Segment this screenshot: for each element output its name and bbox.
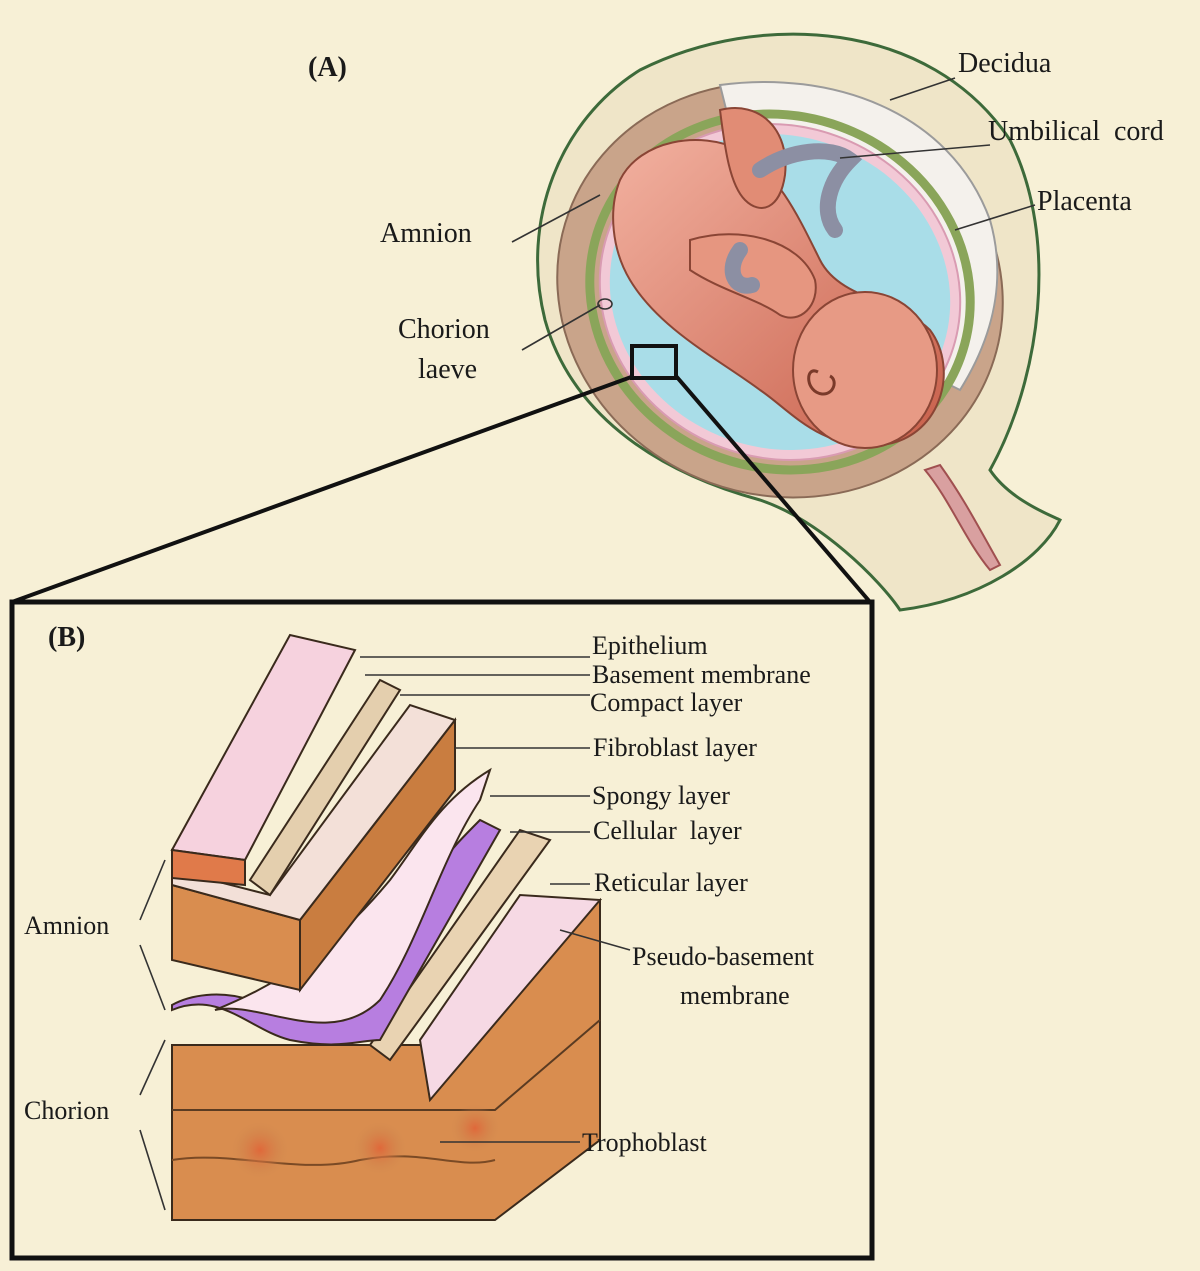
chorion-laeve-membrane: [585, 109, 975, 475]
label-chorion-laeve-line1: Chorion: [398, 314, 490, 345]
label-placenta: Placenta: [1037, 186, 1132, 217]
label-decidua: Decidua: [958, 48, 1052, 79]
panel-b-tag: (B): [48, 622, 86, 653]
label-umbilical-cord: Umbilical cord: [988, 116, 1164, 147]
label-compact-layer: Compact layer: [590, 688, 743, 717]
label-chorion-laeve-line2: laeve: [418, 354, 478, 385]
uterus-illustration: [11, 32, 1063, 612]
fetus: [612, 107, 945, 449]
trophoblast-cell: [354, 1122, 406, 1174]
label-spongy-layer: Spongy layer: [592, 781, 730, 810]
label-amnion-a: Amnion: [380, 218, 472, 249]
label-chorion-group: Chorion: [24, 1096, 110, 1125]
zoom-line-left: [11, 374, 635, 604]
label-reticular-layer: Reticular layer: [594, 868, 748, 897]
trophoblast-cell: [232, 1122, 288, 1178]
membrane-layers-illustration: [170, 633, 603, 1221]
panel-a-tag: (A): [308, 52, 347, 83]
trophoblast-cell: [451, 1104, 499, 1152]
label-fibroblast-layer: Fibroblast layer: [593, 733, 757, 762]
panel-b-leaders: [139, 656, 631, 1211]
label-epithelium: Epithelium: [592, 631, 708, 660]
label-trophoblast: Trophoblast: [582, 1128, 707, 1157]
zoom-box: [630, 344, 678, 380]
cervix: [923, 463, 1002, 572]
label-basement-membrane: Basement membrane: [592, 660, 811, 689]
label-pseudo-basement-line2: membrane: [680, 981, 790, 1010]
zoom-line-right: [674, 374, 872, 604]
panel-a-leaders: [511, 77, 1036, 351]
label-amnion-group: Amnion: [24, 911, 110, 940]
label-cellular-layer: Cellular layer: [593, 816, 742, 845]
label-pseudo-basement-line1: Pseudo-basement: [632, 942, 814, 971]
